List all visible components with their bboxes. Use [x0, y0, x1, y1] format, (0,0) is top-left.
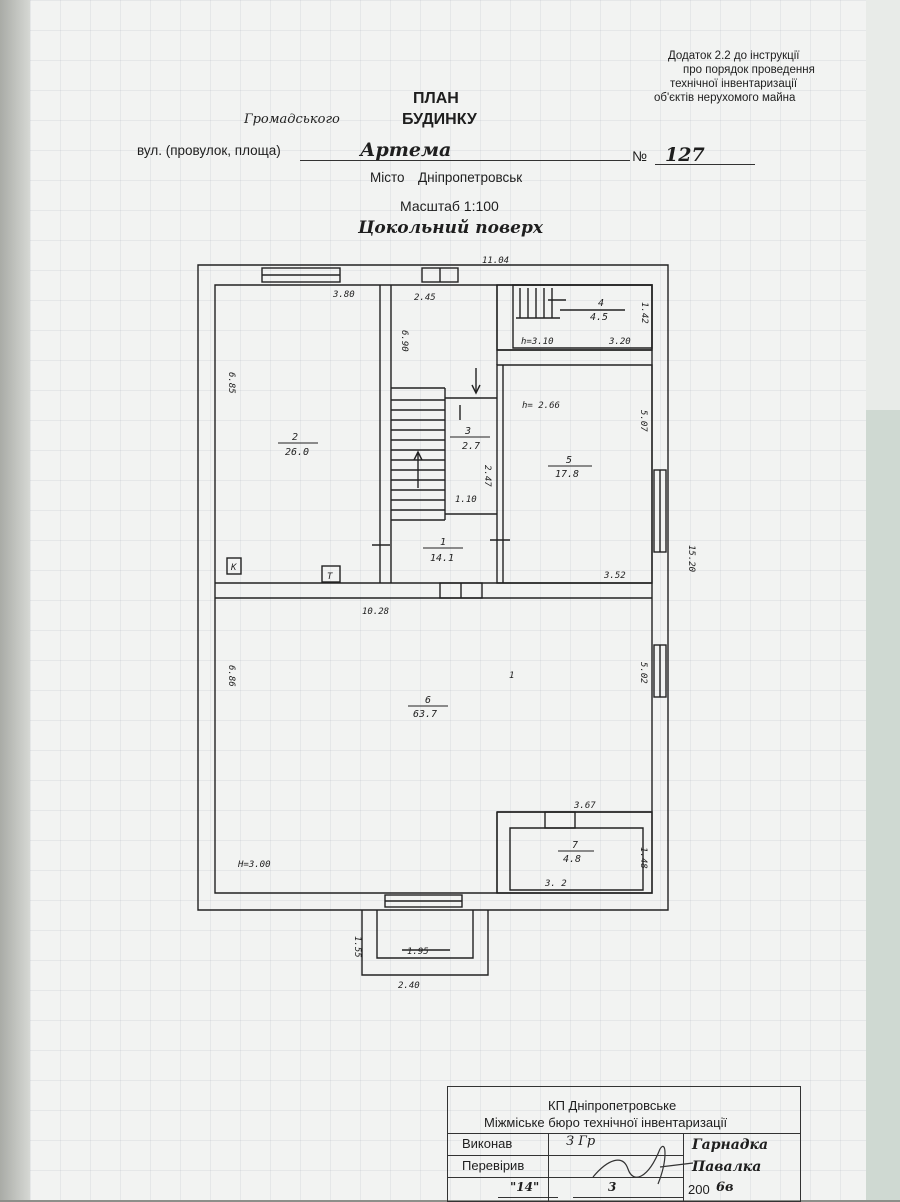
room-5-area: 17.8: [555, 469, 579, 480]
page-edge-shadow: [0, 0, 30, 1200]
room-4-number: 4: [598, 298, 604, 309]
dim-overall-width: 11.04: [482, 256, 509, 266]
main-stairs: [391, 399, 445, 521]
dim-1-42: 1.42: [639, 302, 649, 324]
number-value: 127: [665, 144, 705, 166]
dim-h-3-10: h=3.10: [521, 337, 554, 347]
dim-10-28: 10.28: [362, 607, 389, 617]
dim-1-95: 1.95: [407, 947, 429, 957]
dim-2-45: 2.45: [414, 293, 436, 303]
date-day: "14": [510, 1180, 540, 1194]
street-value: Артема: [360, 139, 452, 161]
dim-overall-height: 15.20: [686, 545, 696, 572]
stamp-org-line-2: Міжміське бюро технічної інвентаризації: [484, 1115, 728, 1130]
date-month: 3: [608, 1180, 617, 1194]
street-underline: [300, 160, 630, 161]
checked-name: Павалка: [692, 1159, 762, 1175]
city-value: Дніпропетровськ: [418, 170, 523, 185]
room-4-area: 4.5: [590, 312, 608, 323]
document-sheet: [30, 0, 866, 1200]
scale-label: Масштаб 1:100: [400, 198, 499, 214]
dim-5-07: 5.07: [638, 410, 648, 432]
room-5-number: 5: [566, 455, 572, 466]
room-3-area: 2.7: [462, 441, 480, 452]
dim-6-85: 6.85: [226, 372, 236, 394]
dim-h-3-00: H=3.00: [237, 860, 271, 870]
mark-one: 1: [509, 671, 514, 681]
dim-1-48: 1.48: [638, 847, 648, 869]
date-year-suffix: 6в: [716, 1180, 734, 1195]
street-label: вул. (провулок, площа): [137, 143, 281, 158]
executed-signature: З Гр: [566, 1134, 596, 1149]
room-6-number: 6: [425, 695, 431, 706]
annex-line-2: про порядок проведення: [683, 64, 815, 76]
building-type-handwritten: Громадського: [244, 112, 340, 127]
dim-5-02: 5.02: [638, 662, 648, 684]
room-3-number: 3: [464, 426, 471, 437]
dim-1-10: 1.10: [455, 495, 477, 505]
annex-line-4: об'єктів нерухомого майна: [654, 92, 796, 104]
dim-1-55: 1.55: [352, 936, 362, 958]
city-label: Місто: [370, 170, 405, 185]
background-surface: [866, 410, 900, 1200]
dimension-labels: 11.04 3.80 2.45 h=3.10 3.20 h= 2.66 1.10…: [226, 256, 696, 991]
dim-h-2-66: h= 2.66: [522, 401, 560, 411]
floor-name: Цокольний поверх: [358, 218, 543, 238]
annex-line-1: Додаток 2.2 до інструкції: [668, 50, 800, 62]
inspector-signature: [592, 1146, 694, 1185]
room-6-area: 63.7: [413, 709, 437, 720]
annex-line-3: технічної інвентаризації: [670, 78, 798, 90]
t-mark-label: T: [327, 572, 333, 582]
number-underline: [655, 164, 755, 165]
dim-6-90: 6.90: [399, 330, 409, 352]
date-year-prefix: 200: [688, 1182, 710, 1197]
dim-3-20: 3.20: [608, 337, 631, 347]
room-2-number: 2: [292, 432, 298, 443]
k-mark-box: [226, 557, 242, 575]
dim-3-2: 3. 2: [544, 879, 567, 889]
t-mark-box: [321, 565, 341, 583]
outer-wall-outline: [197, 264, 669, 911]
dim-3-52: 3.52: [603, 571, 626, 581]
k-mark-label: K: [230, 563, 237, 573]
checked-label: Перевірив: [462, 1158, 525, 1173]
stamp-org-line-1: КП Дніпропетровське: [548, 1098, 677, 1113]
room-2-area: 26.0: [285, 447, 309, 458]
executed-label: Виконав: [462, 1136, 513, 1151]
executed-name: Гарнадка: [692, 1137, 769, 1153]
stairs-room-4: [516, 288, 566, 319]
porch-outline: [361, 910, 489, 976]
background-paper: [866, 0, 900, 411]
title-building: БУДИНКУ: [402, 111, 477, 128]
title-plan: ПЛАН: [413, 90, 459, 107]
number-label: №: [632, 148, 648, 164]
dim-6-86: 6.86: [226, 665, 236, 687]
room-1-number: 1: [440, 537, 446, 548]
room-labels: 2 26.0 3 2.7 4 4.5 5 17.8 1 14.1 6 63.7 …: [278, 298, 608, 865]
dim-2-47: 2.47: [482, 465, 492, 487]
dim-3-80: 3.80: [332, 290, 355, 300]
room-7-area: 4.8: [563, 854, 581, 865]
room-7-number: 7: [572, 840, 578, 851]
title-block-stamp: КП Дніпропетровське Міжміське бюро техні…: [447, 1086, 801, 1202]
room-1-area: 14.1: [430, 553, 454, 564]
dim-3-67: 3.67: [573, 801, 596, 811]
dim-2-40: 2.40: [398, 981, 420, 991]
